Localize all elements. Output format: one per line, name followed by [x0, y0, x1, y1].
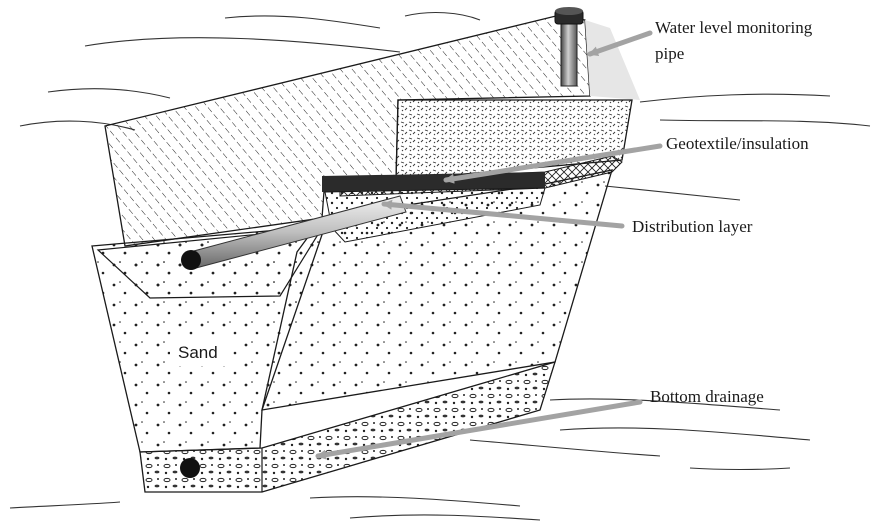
label-geotextile: Geotextile/insulation — [666, 134, 809, 153]
label-pipe: pipe — [655, 44, 684, 63]
label-bottom-drainage: Bottom drainage — [650, 387, 764, 406]
cover-fill-gray — [585, 20, 640, 100]
label-sand: Sand — [178, 343, 218, 362]
label-distribution-layer: Distribution layer — [632, 217, 753, 236]
drainage-pipe — [180, 458, 200, 478]
label-water-level-monitoring: Water level monitoring — [655, 18, 813, 37]
